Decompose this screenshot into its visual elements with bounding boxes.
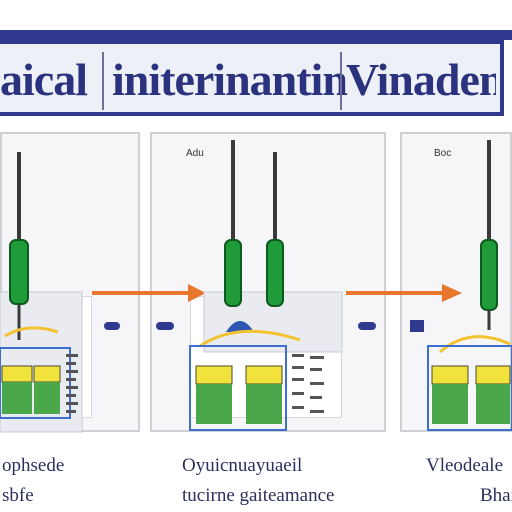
- electrode: [224, 239, 242, 307]
- apparatus-2: [156, 140, 376, 431]
- panel-3-caption-2: Bhaii: [480, 485, 512, 506]
- solution-yellow: [1, 365, 33, 383]
- solution-yellow: [195, 365, 233, 385]
- solution-green: [432, 384, 468, 424]
- arrow-2: [346, 284, 462, 302]
- solution-yellow: [33, 365, 61, 383]
- wire: [4, 326, 59, 338]
- solution-green: [34, 382, 60, 414]
- solution-yellow: [245, 365, 283, 385]
- marker-pill: [104, 322, 120, 330]
- panel-3-label: Boc: [434, 148, 451, 159]
- title-band: [0, 30, 512, 40]
- title-center: initerinanting: [112, 54, 348, 105]
- panel-3-caption-1: Vleodeale: [426, 455, 504, 476]
- marker-pill: [156, 322, 174, 330]
- solution-yellow: [475, 365, 511, 385]
- solution-green: [476, 384, 510, 424]
- apparatus-1: [0, 152, 120, 433]
- title-box: [0, 40, 504, 116]
- beaker: [0, 347, 71, 419]
- electrode: [480, 239, 498, 311]
- panel-1-caption-1: ophsede: [2, 455, 65, 476]
- panel-2-caption-1: Oyuicnuayuaeil: [182, 455, 303, 476]
- solution-green: [2, 382, 32, 414]
- electrode: [266, 239, 284, 307]
- electrode: [9, 239, 29, 305]
- beaker: [427, 345, 512, 431]
- solution-yellow: [431, 365, 469, 385]
- title-banner: aical initerinanting Vinadenivi: [0, 30, 512, 118]
- scale-marks: [66, 354, 78, 413]
- title-divider: [340, 52, 342, 110]
- panel-2-caption-2: tucirne gaiteamance: [182, 485, 335, 506]
- blob: [226, 321, 254, 332]
- marker-pill: [410, 320, 424, 332]
- beaker: [189, 345, 287, 431]
- title-left: aical: [0, 54, 88, 105]
- solution-green: [246, 384, 282, 424]
- title-divider: [102, 52, 104, 110]
- scale-marks: [292, 354, 324, 413]
- panel-1-caption-2: sbfe: [2, 485, 34, 506]
- title-right: Vinadenivi: [346, 54, 496, 105]
- wire: [439, 335, 511, 354]
- arrow-1: [92, 284, 206, 302]
- solution-green: [196, 384, 232, 424]
- apparatus-3: [410, 140, 512, 431]
- marker-pill: [358, 322, 376, 330]
- panel-2-label: Adu: [186, 148, 204, 159]
- wire: [199, 329, 301, 348]
